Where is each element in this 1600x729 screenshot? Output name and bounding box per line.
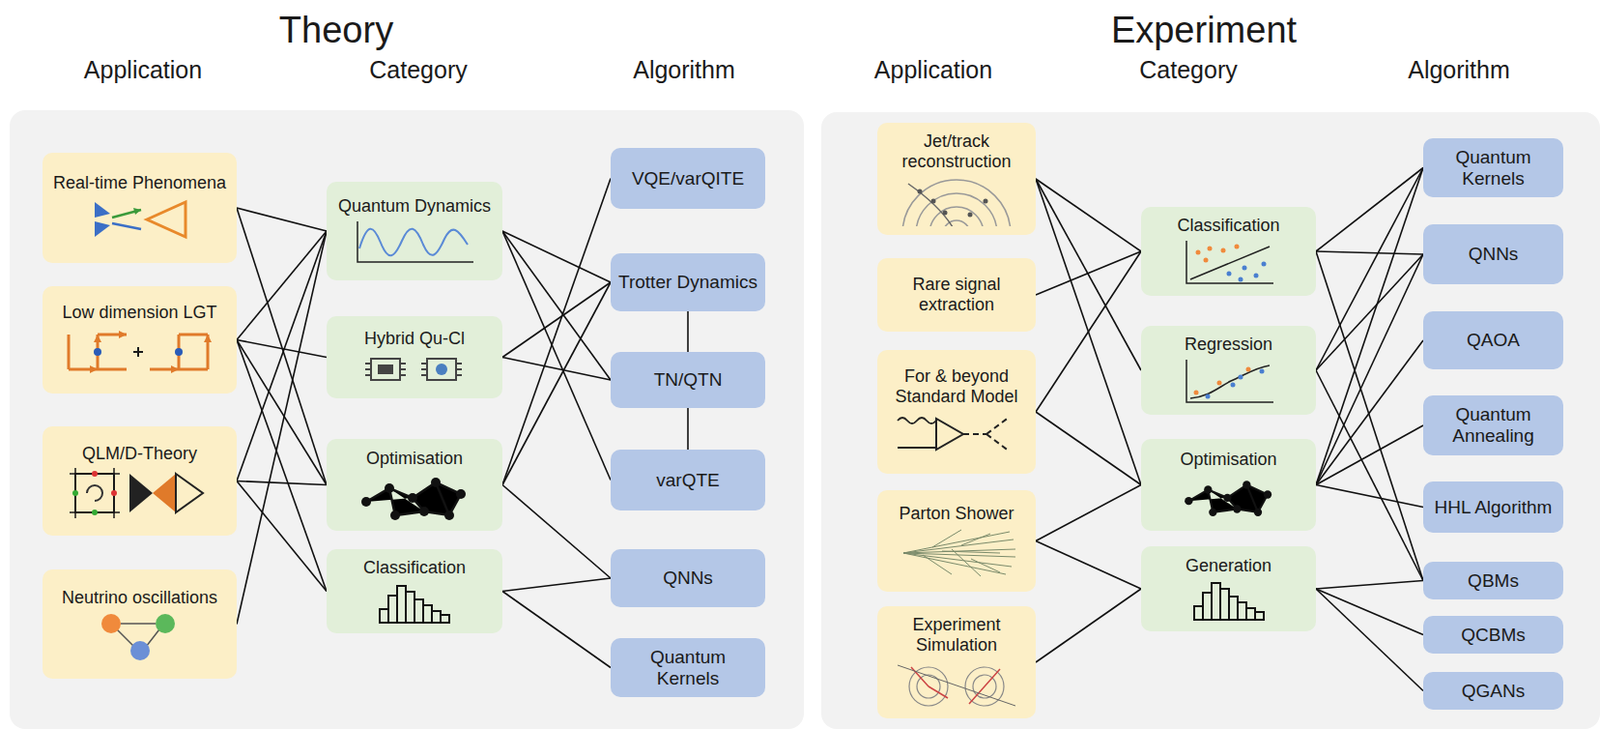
box-label: varQTE [656,469,719,491]
box-label: Quantum Kernels [1430,146,1556,190]
regression-icon [1180,357,1278,406]
category-box: Regression [1141,325,1316,416]
box-label: Trotter Dynamics [618,271,758,293]
application-box: QLM/D-Theory [42,426,237,536]
box-label: Optimisation [1179,449,1277,470]
box-label: Jet/track reconstruction [885,131,1029,172]
column-header: Algorithm [632,56,736,85]
application-box: Neutrino oscillations [42,569,237,679]
application-box: Parton Shower [877,489,1036,592]
dynamics-plot-icon [351,219,478,266]
algorithm-box: TN/QTN [610,351,766,408]
column-header: Algorithm [1407,56,1511,85]
box-label: QNNs [1468,243,1519,265]
category-box: Classification [326,548,503,633]
category-box: Generation [1141,545,1316,631]
box-label: Classification [363,557,466,578]
algorithm-box: QNNs [610,548,766,607]
algorithm-box: QGANs [1423,671,1564,711]
box-label: QBMs [1467,570,1519,592]
box-label: Hybrid Qu-Cl [364,328,465,349]
algorithm-box: QCBMs [1423,615,1564,655]
box-label: Parton Shower [898,503,1014,524]
column-header: Application [874,56,993,85]
box-label: Low dimension LGT [61,302,217,323]
category-box: Classification [1141,206,1316,297]
column-header: Category [1139,56,1237,85]
real-time-icon [86,196,194,243]
box-label: Real-time Phenomena [53,172,227,194]
feynman-icon [893,410,1020,458]
algorithm-box: varQTE [610,449,766,511]
neutrino-icon [91,611,189,660]
box-label: Quantum Dynamics [338,196,491,217]
box-label: Quantum Annealing [1430,403,1556,447]
box-label: Quantum Kernels [618,646,758,689]
box-label: Optimisation [366,448,463,469]
category-box: Quantum Dynamics [326,181,503,281]
algorithm-box: QAOA [1423,311,1564,370]
application-box: Experiment Simulation [877,605,1036,717]
box-label: Neutrino oscillations [61,587,218,608]
graph-icon [356,472,473,521]
algorithm-box: Quantum Annealing [1423,395,1564,456]
category-box: Optimisation [1141,438,1316,531]
box-label: Experiment Simulation [885,614,1029,655]
application-box: Low dimension LGT [42,285,237,394]
shower-icon [893,527,1020,578]
panel: TheoryReal-time Phenomena Low dimension … [9,110,804,729]
panel-heading: Theory [210,7,462,53]
column-header: Category [369,56,467,85]
connector-line [687,311,689,352]
algorithm-box: Quantum Kernels [610,637,766,698]
box-label: TN/QTN [654,369,723,391]
box-label: Classification [1176,215,1280,236]
box-label: QGANs [1461,680,1525,702]
column-header: Application [84,56,202,85]
application-box: Rare signal extraction [877,257,1036,332]
histogram-icon [375,581,454,625]
box-label: QNNs [662,567,714,589]
application-box: Real-time Phenomena [42,152,237,263]
box-label: QCBMs [1460,624,1526,646]
panel-heading: Experiment [1078,7,1330,53]
track-icon [898,175,1015,227]
box-label: HHL Algorithm [1434,496,1553,518]
algorithm-box: HHL Algorithm [1423,481,1564,533]
box-label: QAOA [1466,329,1520,351]
lattice-icon [62,326,218,377]
box-label: QLM/D-Theory [82,443,198,464]
box-label: Generation [1185,555,1272,576]
algorithm-box: Quantum Kernels [1423,138,1564,199]
category-box: Hybrid Qu-Cl [326,315,503,399]
histogram-icon [1190,578,1268,622]
panel: ExperimentJet/track reconstruction Rare … [821,112,1600,729]
connector-line [687,407,689,450]
algorithm-box: QNNs [1423,224,1564,285]
algorithm-box: Trotter Dynamics [610,253,766,312]
box-label: Rare signal extraction [885,274,1029,315]
algorithm-box: VQE/varQITE [610,147,766,209]
application-box: Jet/track reconstruction [877,122,1036,234]
graph-icon [1180,473,1278,520]
category-box: Optimisation [326,438,503,531]
detector-sim-icon [893,658,1020,710]
box-label: VQE/varQITE [631,168,744,190]
box-label: Regression [1184,334,1273,355]
algorithm-box: QBMs [1423,561,1564,600]
scatter-line-icon [1180,238,1278,287]
application-box: For & beyond Standard Model [877,349,1036,474]
quantum-link-icon [67,467,213,518]
chip-icon [361,352,468,386]
box-label: For & beyond Standard Model [885,366,1029,406]
